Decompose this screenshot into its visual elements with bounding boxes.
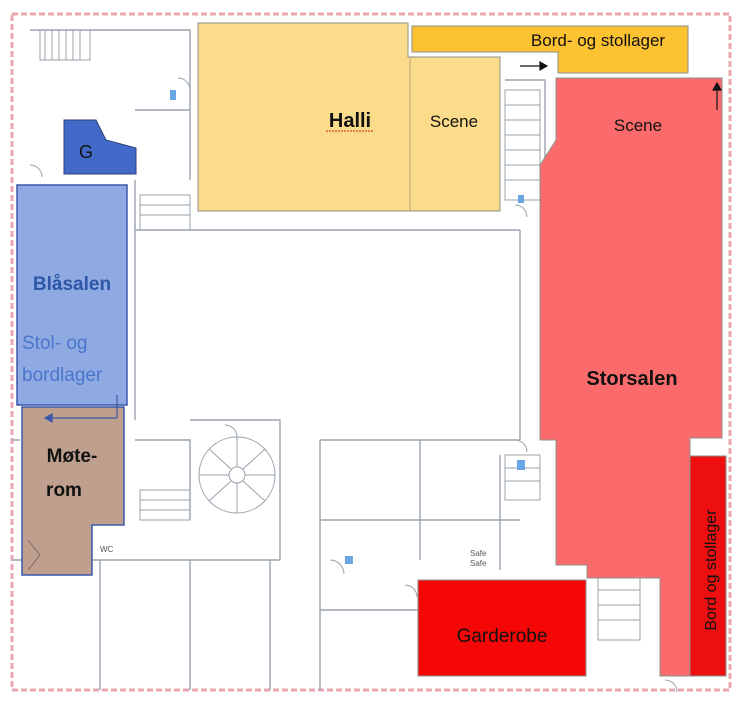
moterom-line2: rom xyxy=(46,480,82,501)
spiral-staircase xyxy=(198,436,276,514)
room-bord-stollager-right[interactable] xyxy=(689,455,727,677)
room-garderobe[interactable] xyxy=(417,579,587,677)
safe-label-1: Safe xyxy=(470,549,487,558)
blue-marker-icons xyxy=(170,90,525,564)
arrow-icon xyxy=(43,395,118,424)
g-label: G xyxy=(79,142,93,162)
garderobe-label: Garderobe xyxy=(457,626,548,647)
storsalen-label: Storsalen xyxy=(586,368,677,390)
halli-label: Halli xyxy=(329,110,371,132)
stol-bordlager-line2: bordlager xyxy=(22,365,103,386)
stairs xyxy=(39,30,641,641)
building-walls xyxy=(10,12,732,692)
blasalen-label: Blåsalen xyxy=(33,274,111,295)
interior-walls xyxy=(12,29,566,690)
moterom-line1: Møte- xyxy=(47,446,98,467)
room-moterom[interactable] xyxy=(21,406,125,576)
arrow-icon xyxy=(520,60,549,72)
moterom-cross xyxy=(27,539,41,571)
room-halli[interactable] xyxy=(197,22,501,212)
room-g[interactable] xyxy=(63,119,137,175)
arrow-up-icon xyxy=(711,81,723,110)
room-bord-stollager-top[interactable] xyxy=(411,25,689,74)
bord-stollager-right-label: Bord og stollager xyxy=(703,509,720,631)
safe-label-2: Safe xyxy=(470,559,487,568)
storsalen-stage-label: Scene xyxy=(614,116,662,135)
room-storsalen[interactable] xyxy=(539,77,723,677)
halli-stage-label: Scene xyxy=(430,112,478,131)
stol-bordlager-line1: Stol- og xyxy=(22,333,87,354)
wc-label: WC xyxy=(100,545,114,554)
room-blasalen[interactable] xyxy=(16,184,128,406)
bord-stollager-top-label: Bord- og stollager xyxy=(531,31,666,50)
